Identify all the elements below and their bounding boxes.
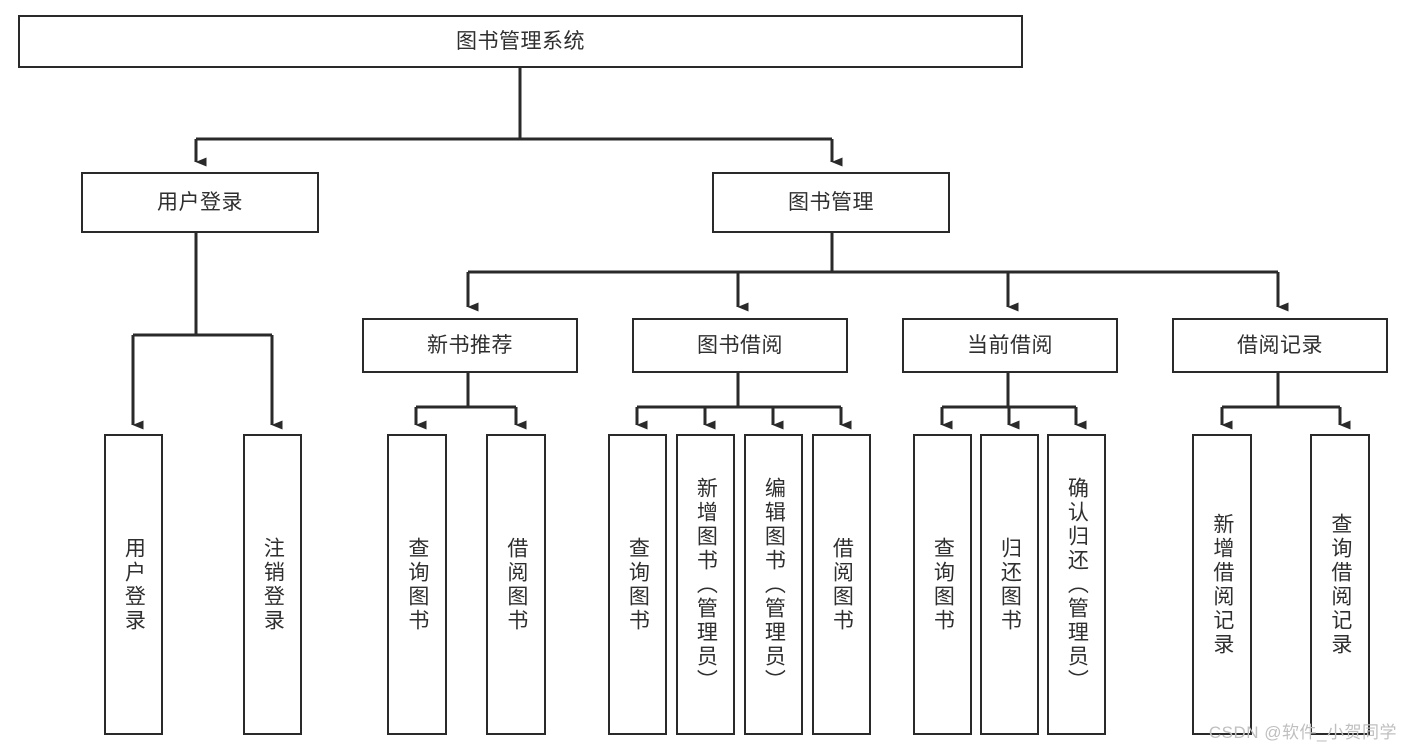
node-label: 用户登录 bbox=[157, 190, 243, 214]
node-leaf-user-login[interactable]: 用户登录 bbox=[104, 434, 163, 735]
node-label: 查询图书 bbox=[405, 536, 429, 633]
csdn-watermark: CSDN @软件_小贺同学 bbox=[1208, 723, 1397, 742]
node-leaf-add-book[interactable]: 新增图书（管理员） bbox=[676, 434, 735, 735]
node-label: 归还图书 bbox=[998, 536, 1022, 633]
node-leaf-query-book-2[interactable]: 查询图书 bbox=[608, 434, 667, 735]
node-label: 当前借阅 bbox=[967, 333, 1053, 357]
node-leaf-query-book-1[interactable]: 查询图书 bbox=[387, 434, 447, 735]
node-leaf-borrow-book-1[interactable]: 借阅图书 bbox=[486, 434, 546, 735]
node-label: 确认归还（管理员） bbox=[1065, 476, 1089, 693]
node-label: 图书借阅 bbox=[697, 333, 783, 357]
node-user-login[interactable]: 用户登录 bbox=[81, 172, 319, 233]
node-leaf-confirm-return[interactable]: 确认归还（管理员） bbox=[1047, 434, 1106, 735]
connectors bbox=[131, 68, 1351, 430]
node-leaf-borrow-book-2[interactable]: 借阅图书 bbox=[812, 434, 871, 735]
node-label: 查询图书 bbox=[931, 536, 955, 633]
node-label: 借阅图书 bbox=[504, 536, 528, 633]
node-label: 查询借阅记录 bbox=[1328, 512, 1352, 657]
node-leaf-query-borrow-record[interactable]: 查询借阅记录 bbox=[1310, 434, 1370, 735]
node-label: 图书管理 bbox=[788, 190, 874, 214]
node-leaf-query-book-3[interactable]: 查询图书 bbox=[913, 434, 972, 735]
node-label: 查询图书 bbox=[626, 536, 650, 633]
node-label: 新书推荐 bbox=[427, 333, 513, 357]
node-label: 新增借阅记录 bbox=[1210, 512, 1234, 657]
node-leaf-logout-login[interactable]: 注销登录 bbox=[243, 434, 302, 735]
node-borrow-record[interactable]: 借阅记录 bbox=[1172, 318, 1388, 373]
node-label: 借阅图书 bbox=[830, 536, 854, 633]
node-current-borrow[interactable]: 当前借阅 bbox=[902, 318, 1118, 373]
node-label: 图书管理系统 bbox=[456, 29, 585, 53]
node-label: 注销登录 bbox=[261, 536, 285, 633]
node-book-management-system[interactable]: 图书管理系统 bbox=[18, 15, 1023, 68]
node-label: 编辑图书（管理员） bbox=[762, 476, 786, 693]
node-label: 用户登录 bbox=[122, 536, 146, 633]
node-leaf-add-borrow-record[interactable]: 新增借阅记录 bbox=[1192, 434, 1252, 735]
node-label: 新增图书（管理员） bbox=[694, 476, 718, 693]
node-new-book-recommend[interactable]: 新书推荐 bbox=[362, 318, 578, 373]
node-book-management[interactable]: 图书管理 bbox=[712, 172, 950, 233]
node-leaf-return-book[interactable]: 归还图书 bbox=[980, 434, 1039, 735]
node-label: 借阅记录 bbox=[1237, 333, 1323, 357]
node-leaf-edit-book[interactable]: 编辑图书（管理员） bbox=[744, 434, 803, 735]
node-book-borrow[interactable]: 图书借阅 bbox=[632, 318, 848, 373]
